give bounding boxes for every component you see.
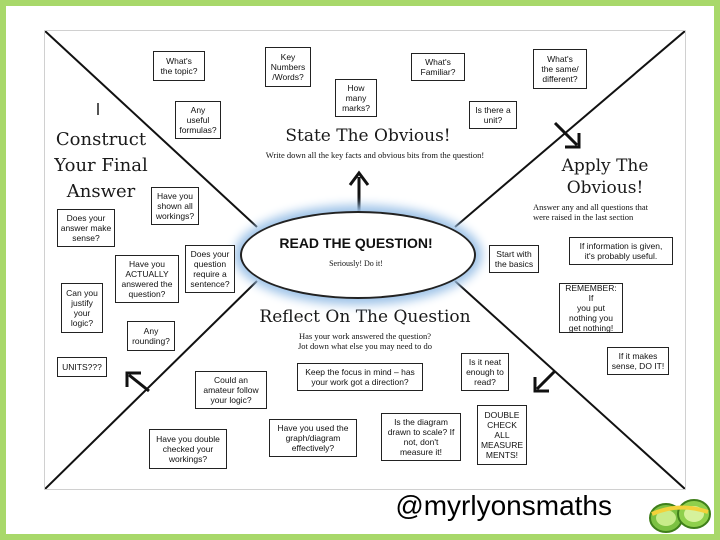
box-actually-answered: Have you ACTUALLY answered the question?	[115, 255, 179, 303]
box-used-graph: Have you used the graph/diagram effectiv…	[269, 419, 357, 457]
arrow-right-shaft	[553, 121, 579, 147]
box-key-numbers: Key Numbers /Words?	[265, 47, 311, 87]
box-same-different: What's the same/ different?	[533, 49, 587, 89]
diagonal-bottom-left	[45, 280, 258, 489]
box-drawn-to-scale: Is the diagram drawn to scale? If not, d…	[381, 413, 461, 461]
heading-state-obvious: State The Obvious!	[285, 126, 451, 146]
diagonal-top-right	[454, 31, 685, 228]
lime-slice-left-inner	[656, 510, 676, 526]
diagonal-top-left	[45, 31, 258, 228]
arrow-down-head	[533, 377, 549, 393]
heading-apply-obvious: Apply The Obvious!	[561, 156, 649, 198]
question-strategy-diagram: State The Obvious! Write down all the ke…	[44, 30, 686, 490]
center-oval	[240, 211, 476, 299]
slide-frame: State The Obvious! Write down all the ke…	[6, 6, 714, 534]
diagonal-lines	[45, 31, 685, 489]
box-whats-familiar: What's Familiar?	[411, 53, 465, 81]
arrow-down-shaft	[535, 369, 557, 391]
center-subtitle: Seriously! Do it!	[329, 259, 383, 268]
text-cursor-mark	[97, 103, 99, 115]
box-is-there-unit: Is there a unit?	[469, 101, 517, 129]
subtitle-reflect-question: Has your work answered the question? Jot…	[297, 331, 433, 351]
lime-logo	[649, 499, 711, 533]
box-answer-sense: Does your answer make sense?	[57, 209, 115, 247]
box-double-checked-workings: Have you double checked your workings?	[149, 429, 227, 469]
box-makes-sense: If it makes sense, DO IT!	[607, 347, 669, 375]
box-any-rounding: Any rounding?	[127, 321, 175, 351]
box-justify-logic: Can you justify your logic?	[61, 283, 103, 333]
box-double-check-all: DOUBLE CHECK ALL MEASURE MENTS!	[477, 405, 527, 465]
box-amateur-follow: Could an amateur follow your logic?	[195, 371, 267, 409]
heading-reflect-question: Reflect On The Question	[259, 307, 471, 327]
arrow-left-head	[125, 371, 141, 387]
arrow-left-shaft	[128, 373, 150, 393]
box-how-many-marks: How many marks?	[335, 79, 377, 117]
diagonal-bottom-right	[454, 280, 685, 489]
box-shown-workings: Have you shown all workings?	[151, 187, 199, 225]
author-handle: @myrlyonsmaths	[395, 490, 612, 521]
box-remember: REMEMBER: If you put nothing you get not…	[559, 283, 623, 333]
subtitle-apply-obvious: Answer any and all questions that were r…	[533, 202, 648, 222]
box-whats-topic: What's the topic?	[153, 51, 205, 81]
box-neat-enough: Is it neat enough to read?	[461, 353, 509, 391]
box-question-sentence: Does your question require a sentence?	[185, 245, 235, 293]
center-title: READ THE QUESTION!	[279, 235, 433, 251]
lime-banner	[651, 505, 709, 516]
box-units: UNITS???	[57, 357, 107, 377]
subtitle-state-obvious: Write down all the key facts and obvious…	[265, 150, 485, 160]
box-focus-in-mind: Keep the focus in mind – has your work g…	[297, 363, 423, 391]
box-start-basics: Start with the basics	[489, 245, 539, 273]
arrow-right-head	[565, 133, 581, 149]
heading-construct-answer: Construct Your Final Answer	[54, 129, 148, 202]
arrow-up-head	[348, 170, 370, 186]
box-useful-formulas: Any useful formulas?	[175, 101, 221, 139]
box-info-given: If information is given, it's probably u…	[569, 237, 673, 265]
